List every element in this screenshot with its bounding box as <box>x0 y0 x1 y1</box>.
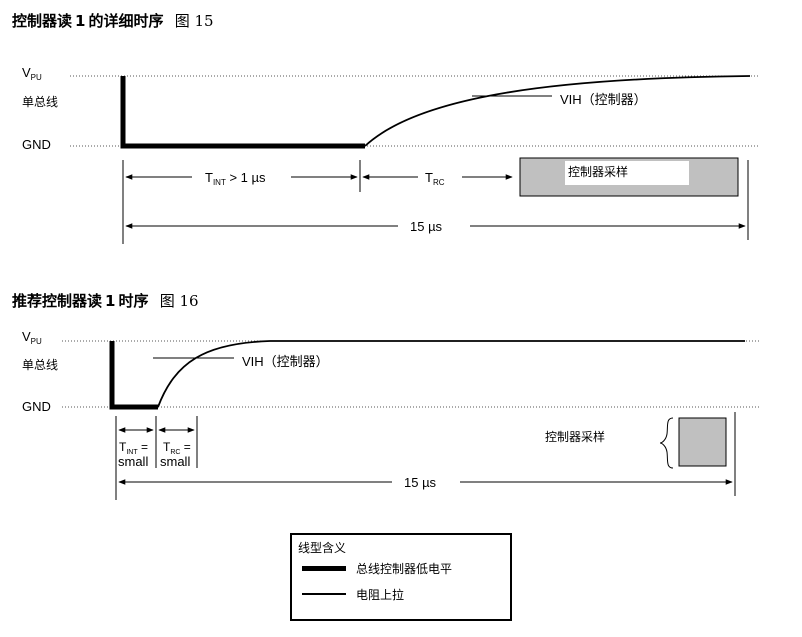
legend-item-thin: 电阻上拉 <box>302 585 404 603</box>
figure16-title-prefix: 推荐控制器读 <box>12 292 103 310</box>
figure15-label: 图 15 <box>174 12 214 30</box>
fig16-bus-label: 单总线 <box>22 358 58 372</box>
figure15-title-num: 1 <box>75 12 86 30</box>
fig15-sample-label: 控制器采样 <box>568 164 628 179</box>
fig16-sample-label: 控制器采样 <box>545 429 605 444</box>
fig16-tint-label: TINT = <box>119 440 148 456</box>
figure15-title-suffix: 的详细时序 <box>88 12 164 30</box>
figure16-label: 图 16 <box>159 292 199 310</box>
legend-box: 线型含义 总线控制器低电平 电阻上拉 <box>290 533 512 621</box>
fig16-trc-label: TRC = <box>163 440 191 456</box>
fig16-total-label: 15 µs <box>404 475 437 490</box>
fig15-total-label: 15 µs <box>410 219 443 234</box>
fig15-bus-label: 单总线 <box>22 95 58 109</box>
fig16-controller-low-line <box>109 341 158 410</box>
legend-thin-swatch <box>302 593 346 595</box>
fig15-controller-low-line <box>120 76 365 149</box>
fig16-pullup-curve <box>157 340 745 408</box>
figure16-title-suffix: 时序 <box>118 292 149 310</box>
legend-thick-label: 总线控制器低电平 <box>356 561 453 576</box>
fig15-trc-label: TRC <box>425 170 445 187</box>
fig16-tint-value: small <box>118 454 148 469</box>
fig15-sample-label-bg <box>565 161 689 185</box>
fig15-gnd-label: GND <box>22 137 51 152</box>
legend-title: 线型含义 <box>298 541 347 555</box>
legend-thin-label: 电阻上拉 <box>356 587 405 602</box>
fig16-vpu-label: VPU <box>22 329 42 346</box>
legend-item-thick: 总线控制器低电平 <box>302 559 452 577</box>
fig16-sample-box <box>678 417 727 467</box>
fig15-pullup-curve <box>364 75 751 147</box>
fig16-sample-brace <box>659 417 674 469</box>
figure15: VPU 单总线 GND VIH（控制器） TINT > 1 µs TRC 控制器… <box>22 65 760 244</box>
fig16-trc-value: small <box>160 454 190 469</box>
fig15-vih-label: VIH（控制器） <box>560 92 647 107</box>
figure16: VPU 单总线 GND VIH（控制器） TINT = small TRC = … <box>22 329 760 500</box>
fig16-vih-label: VIH（控制器） <box>242 354 329 369</box>
figure16-title-num: 1 <box>105 292 116 310</box>
figure15-title-prefix: 控制器读 <box>12 12 73 30</box>
fig15-tint-label: TINT > 1 µs <box>205 170 266 187</box>
legend-thick-swatch <box>302 565 346 571</box>
fig15-vpu-label: VPU <box>22 65 42 82</box>
fig16-gnd-label: GND <box>22 399 51 414</box>
